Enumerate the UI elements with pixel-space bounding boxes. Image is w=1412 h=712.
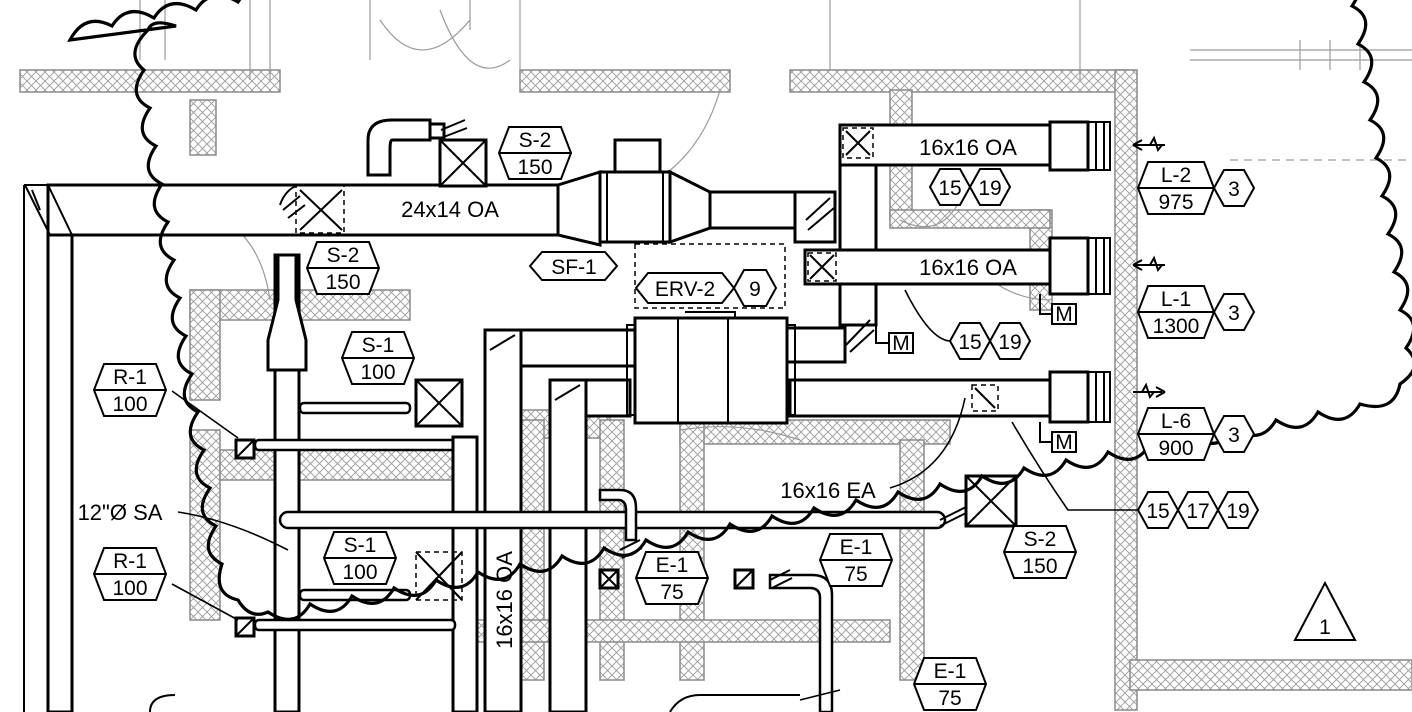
air-device-tag: S-2 150 xyxy=(497,126,573,180)
louver-tag: L-1 1300 3 xyxy=(1136,285,1256,339)
air-device-cfm: 100 xyxy=(360,361,395,384)
keynote-group: 15 17 19 xyxy=(1136,491,1260,529)
motor-label: M xyxy=(892,332,910,355)
keynote-number: 19 xyxy=(978,177,1001,200)
duct-size-label: 12"Ø SA xyxy=(78,500,163,525)
equipment-tag-erv-2: ERV-2 9 xyxy=(634,269,778,307)
keynote-number: 19 xyxy=(998,331,1021,354)
motor-label: M xyxy=(1055,303,1073,326)
equipment-tag-label: SF-1 xyxy=(551,256,597,279)
air-device-type: E-1 xyxy=(840,536,873,559)
duct-size-label: 24x14 OA xyxy=(401,197,499,222)
air-device-tag: S-2 150 xyxy=(305,241,381,295)
louver-type: L-2 xyxy=(1161,164,1191,187)
flow-arrows xyxy=(1132,135,1166,400)
keynote-number: 15 xyxy=(938,177,961,200)
air-device-type: E-1 xyxy=(656,554,689,577)
air-device-tag: S-1 100 xyxy=(322,531,398,585)
equipment-tag-sf-1: SF-1 xyxy=(528,251,619,281)
equipment-tags: SF-1 ERV-2 9 xyxy=(528,243,786,309)
air-device-type: R-1 xyxy=(113,550,147,573)
louver-tags: L-2 975 3 L-1 1300 3 L-6 900 3 xyxy=(1136,161,1256,461)
keynote-number: 15 xyxy=(958,331,981,354)
air-device-tag: E-1 75 xyxy=(818,533,894,587)
air-device-tag: S-2 150 xyxy=(1002,525,1078,579)
air-device-type: S-1 xyxy=(362,334,395,357)
keynote-groups: 15 19 15 19 15 17 19 xyxy=(928,168,1260,529)
louver-type: L-1 xyxy=(1161,288,1191,311)
air-device-cfm: 100 xyxy=(112,577,147,600)
louver-cfm: 900 xyxy=(1158,437,1193,460)
keynote-group: 15 19 xyxy=(948,322,1032,360)
air-device-cfm: 100 xyxy=(342,561,377,584)
equipment-note: 9 xyxy=(749,278,761,301)
duct-size-label: 16x16 EA xyxy=(780,478,876,503)
air-device-tag: E-1 75 xyxy=(912,657,988,711)
louver-note: 3 xyxy=(1228,302,1240,325)
leader-lines xyxy=(171,289,1138,701)
louver-note: 3 xyxy=(1228,178,1240,201)
air-device-type: S-2 xyxy=(519,129,552,152)
louver-tag: L-6 900 3 xyxy=(1136,407,1256,461)
duct-size-label: 16x16 OA xyxy=(919,135,1017,160)
air-device-cfm: 150 xyxy=(325,271,360,294)
air-device-tag: S-1 100 xyxy=(340,331,416,385)
air-device-cfm: 100 xyxy=(112,393,147,416)
equipment-tag-label: ERV-2 xyxy=(655,278,715,301)
keynote-number: 17 xyxy=(1186,500,1209,523)
air-device-cfm: 150 xyxy=(1022,555,1057,578)
air-device-tags: S-2 150 S-2 150 S-1 100 R-1 100 R-1 100 … xyxy=(92,126,1078,711)
ductwork xyxy=(23,118,1111,712)
air-device-type: E-1 xyxy=(934,660,967,683)
air-device-cfm: 75 xyxy=(844,563,867,586)
louver-cfm: 975 xyxy=(1158,191,1193,214)
revision-delta: 1 xyxy=(1293,580,1357,641)
keynote-number: 19 xyxy=(1226,500,1249,523)
revision-number: 1 xyxy=(1319,616,1331,639)
louver-note: 3 xyxy=(1228,424,1240,447)
air-device-tag: R-1 100 xyxy=(92,547,168,601)
louver-cfm: 1300 xyxy=(1153,315,1200,338)
duct-size-label: 16x16 OA xyxy=(919,255,1017,280)
air-device-type: S-1 xyxy=(344,534,377,557)
keynote-group: 15 19 xyxy=(928,168,1012,206)
air-device-cfm: 75 xyxy=(660,581,683,604)
louver-type: L-6 xyxy=(1161,410,1191,433)
air-device-cfm: 75 xyxy=(938,687,961,710)
louver-tag: L-2 975 3 xyxy=(1136,161,1256,215)
revision-cloud xyxy=(67,0,1412,621)
air-device-tag: E-1 75 xyxy=(634,551,710,605)
air-device-type: S-2 xyxy=(1024,528,1057,551)
diffusers xyxy=(234,127,1018,638)
motor-label: M xyxy=(1055,431,1073,454)
air-device-cfm: 150 xyxy=(517,156,552,179)
motor-dampers: M M M xyxy=(875,294,1077,454)
air-device-tag: R-1 100 xyxy=(92,363,168,417)
air-device-type: R-1 xyxy=(113,366,147,389)
duct-labels: 24x14 OA 16x16 OA 16x16 OA 16x16 EA 16x1… xyxy=(78,135,1018,649)
duct-size-label: 16x16 OA xyxy=(492,551,517,649)
air-device-type: S-2 xyxy=(327,244,360,267)
keynote-number: 15 xyxy=(1146,500,1169,523)
